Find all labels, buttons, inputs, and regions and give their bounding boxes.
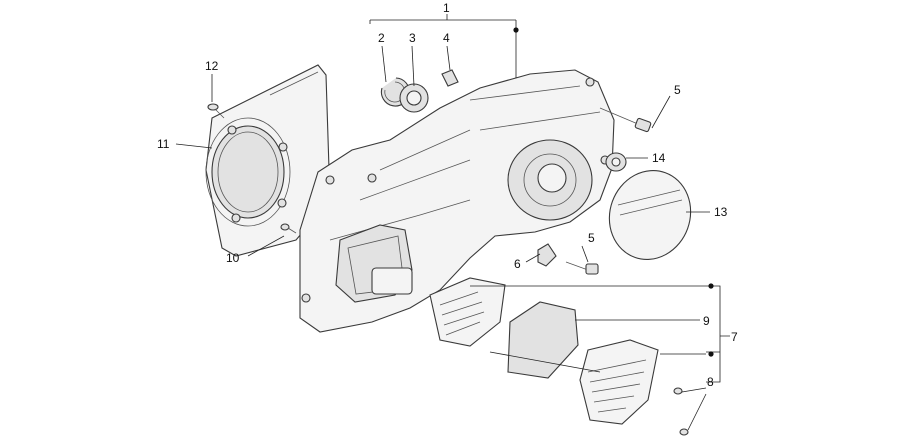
- callout-6: 6: [514, 257, 521, 271]
- callout-12: 12: [205, 59, 219, 73]
- part-5-bolt-upper: [599, 107, 652, 133]
- callout-1: 1: [443, 1, 450, 15]
- callout-8: 8: [707, 375, 714, 389]
- part-13-round-cap: [608, 170, 692, 260]
- callout-10: 10: [226, 251, 240, 265]
- part-5-bolt-lower: [565, 261, 599, 275]
- part-9-foam-filter: [507, 301, 579, 379]
- part-4-dowel: [441, 69, 459, 87]
- callout-9: 9: [703, 314, 710, 328]
- part-3-bearing: [399, 83, 429, 113]
- part-7-intake-cover: [579, 339, 659, 425]
- callout-5-lower: 5: [588, 231, 595, 245]
- callout-labels: 1 2 3 4 5 12 11 14 13 5 10 6 9 7 8: [157, 1, 738, 389]
- part-14-grommet: [605, 152, 627, 172]
- callout-13: 13: [714, 205, 728, 219]
- callout-7: 7: [731, 330, 738, 344]
- callout-11: 11: [157, 137, 170, 151]
- part-1-transmission-cover: [299, 69, 615, 333]
- part-7-intake-frame: [429, 277, 506, 347]
- callout-14: 14: [652, 151, 666, 165]
- callout-2: 2: [378, 31, 385, 45]
- leader-lines: [175, 14, 730, 431]
- part-6-clamp: [537, 243, 557, 267]
- part-8-screws: [673, 387, 689, 436]
- part-12-screw: [207, 103, 225, 119]
- callout-3: 3: [409, 31, 416, 45]
- callout-4: 4: [443, 31, 450, 45]
- callout-5-upper: 5: [674, 83, 681, 97]
- part-10-screw: [280, 223, 297, 234]
- leader-dots: [513, 27, 714, 357]
- part-11-cover-plate: [205, 64, 331, 257]
